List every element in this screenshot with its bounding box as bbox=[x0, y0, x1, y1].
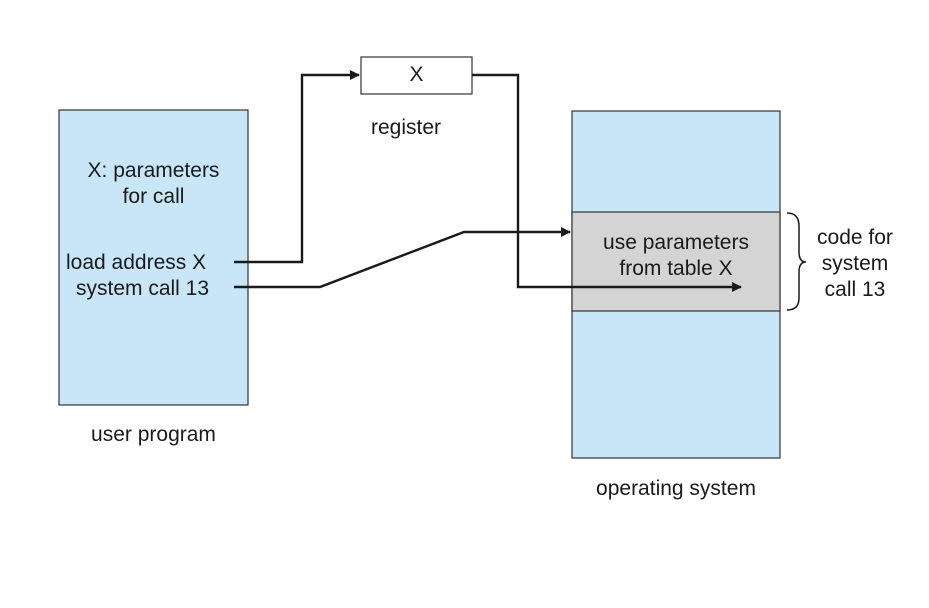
os-code-line-1: use parameters bbox=[603, 231, 749, 254]
brace-note-line-2: system bbox=[821, 252, 889, 275]
os-code-line-2: from table X bbox=[619, 257, 733, 280]
brace-note-line-1: code for bbox=[817, 226, 893, 249]
register-value: X bbox=[409, 63, 424, 86]
user-program-label: user program bbox=[91, 423, 216, 446]
user-program-block bbox=[58, 109, 249, 406]
params-line-2: for call bbox=[122, 185, 185, 208]
os-code-text: use parameters from table X bbox=[572, 230, 780, 282]
syscall-code-region bbox=[571, 211, 781, 312]
params-line-1: X: parameters bbox=[87, 159, 220, 182]
brace-note-line-3: call 13 bbox=[824, 278, 886, 301]
load-address-text: load address X bbox=[66, 251, 207, 274]
params-text: X: parameters for call bbox=[59, 158, 248, 210]
register-to-table-arrow bbox=[472, 73, 742, 292]
brace-note: code for system call 13 bbox=[800, 225, 910, 303]
operating-system-label: operating system bbox=[596, 477, 756, 500]
system-call-text: system call 13 bbox=[76, 277, 210, 300]
code-brace bbox=[786, 212, 807, 311]
syscall-to-code-arrow bbox=[234, 227, 571, 289]
load-to-register-arrow bbox=[234, 70, 360, 264]
register-label: register bbox=[370, 116, 442, 139]
